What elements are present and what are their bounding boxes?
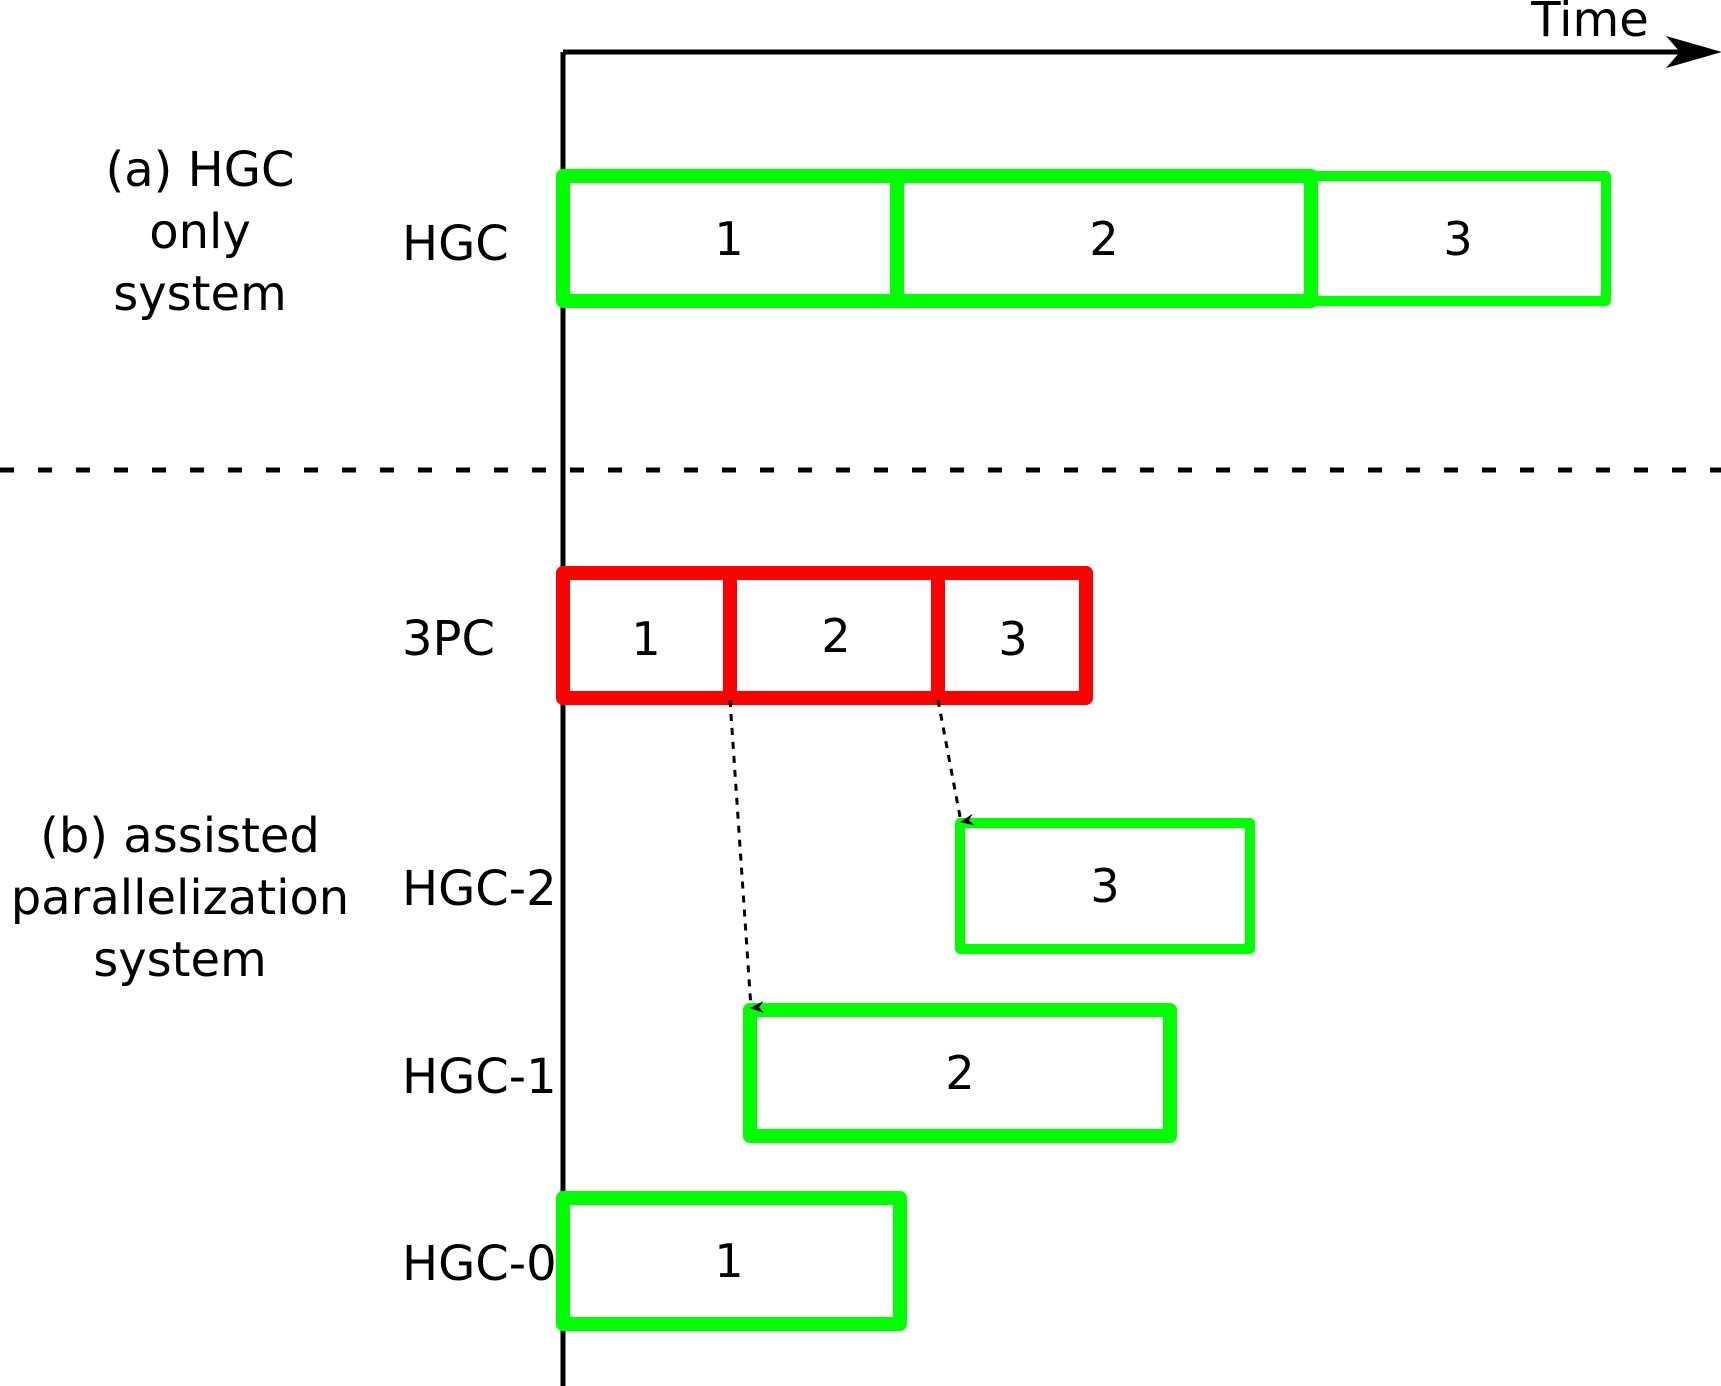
hgc-2-task-label: 3	[1090, 859, 1119, 913]
section-a-label: (a) HGC only system	[106, 142, 295, 322]
dependency-arrow-to-hgc-2	[936, 699, 975, 826]
dependency-arrow-to-hgc-1	[728, 699, 765, 1014]
svg-text:system: system	[93, 932, 267, 988]
time-axis-arrowhead	[1666, 36, 1721, 68]
hgc-0-task-box	[556, 1191, 907, 1331]
svg-text:(a) HGC: (a) HGC	[106, 142, 295, 198]
hgc-1-task-box	[743, 1003, 1177, 1143]
svg-text:system: system	[113, 266, 287, 322]
pc-task-3-label: 3	[998, 612, 1027, 666]
hgc-2-task-box	[955, 818, 1255, 954]
hgc-task-3-label: 3	[1443, 212, 1472, 266]
svg-text:(b) assisted: (b) assisted	[40, 808, 320, 864]
pc-task-boxes	[556, 566, 1093, 705]
hgc-task-3-box	[1306, 171, 1611, 306]
row-label-hgc: HGC	[402, 216, 509, 272]
hgc-1-task-label: 2	[945, 1046, 974, 1100]
svg-text:parallelization: parallelization	[11, 870, 349, 926]
time-axis-label: Time	[1530, 0, 1648, 48]
svg-text:only: only	[149, 204, 251, 260]
section-b-label: (b) assisted parallelization system	[11, 808, 349, 988]
hgc-task-1-label: 1	[714, 212, 743, 266]
pc-task-2-label: 2	[821, 609, 850, 663]
pc-task-3-box	[931, 566, 1093, 705]
row-label-hgc-1: HGC-1	[402, 1049, 557, 1105]
hgc-0-task-label: 1	[714, 1234, 743, 1288]
row-label-hgc-0: HGC-0	[402, 1236, 557, 1292]
pc-task-1-label: 1	[631, 612, 660, 666]
hgc-task-2-label: 2	[1089, 212, 1118, 266]
row-label-3pc: 3PC	[402, 611, 495, 667]
hgc-task-boxes	[556, 169, 1611, 308]
row-label-hgc-2: HGC-2	[402, 861, 557, 917]
